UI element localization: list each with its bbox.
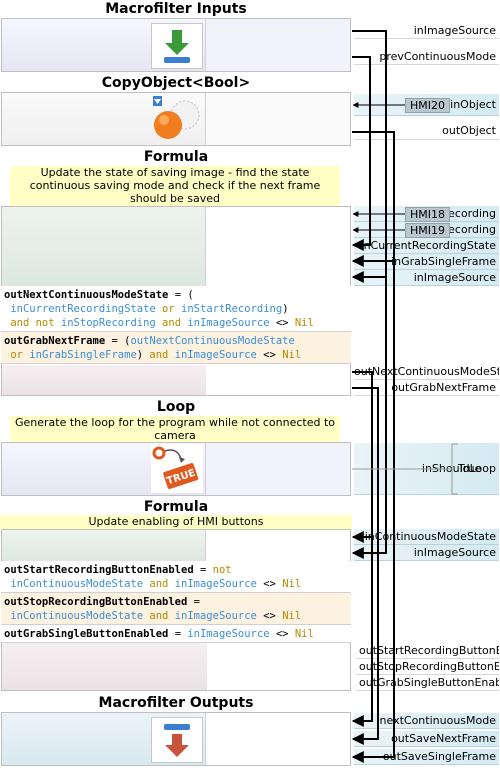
expr-identifier: inImageSource	[174, 349, 257, 361]
expr-op: =	[193, 564, 213, 576]
formula2-icon-panel	[2, 530, 206, 562]
expr-keyword: Nil	[282, 578, 302, 590]
macrofilter-outputs-block[interactable]	[1, 712, 351, 766]
expr-keyword: not	[212, 564, 232, 576]
port-outSaveSingleFrame[interactable]: outSaveSingleFrame	[354, 749, 499, 765]
expr-keyword: and	[143, 349, 175, 361]
wire-nextmode	[351, 371, 373, 727]
port-inImageSource-2[interactable]: inImageSource	[354, 545, 499, 561]
expr-identifier: inImageSource	[174, 578, 257, 590]
expr-keyword: and	[143, 610, 175, 622]
expr-lhs: outStopRecordingButtonEnabled	[4, 596, 188, 608]
port-nextContinuousMode[interactable]: nextContinuousMode	[354, 713, 499, 729]
expr-identifier: inGrabSingleFrame	[29, 349, 137, 361]
expr-op: )	[282, 303, 289, 315]
formula2-title: Formula	[143, 499, 209, 515]
expr-identifier: inStartRecording	[181, 303, 283, 315]
expr-op: <>	[256, 610, 283, 622]
port-prevContinuousMode[interactable]: prevContinuousMode	[354, 49, 499, 65]
loop-true-icon: TRUE	[151, 445, 203, 493]
hmi-badge-18[interactable]: HMI18	[405, 207, 451, 222]
expr-lhs: outNextContinuousModeState	[4, 289, 169, 301]
formula1-title: Formula	[143, 149, 209, 165]
expr-keyword: Nil	[294, 317, 314, 329]
loop-value-bracket	[451, 443, 458, 495]
expr-op: )	[136, 349, 144, 361]
expr-keyword: Nil	[282, 610, 302, 622]
expr-op: = (	[105, 335, 131, 347]
wire-prevmode	[351, 56, 371, 251]
wire-grabnext	[351, 387, 379, 745]
expr-keyword: Nil	[282, 349, 302, 361]
formula1-output-panel	[2, 365, 206, 395]
expr-identifier: inImageSource	[187, 628, 270, 640]
formula1-expression-2[interactable]: outGrabNextFrame = (outNextContinuousMod…	[1, 332, 351, 364]
down-arrow-red-icon	[151, 717, 203, 763]
expr-op: <>	[256, 578, 283, 590]
copy-object-icon	[151, 95, 203, 143]
port-outNextContinuousModeState[interactable]: outNextContinuousModeState	[354, 364, 499, 380]
expr-identifier: inImageSource	[187, 317, 270, 329]
port-inImageSource[interactable]: inImageSource	[354, 23, 499, 39]
formula2-expression-3[interactable]: outGrabSingleButtonEnabled = inImageSour…	[1, 625, 351, 643]
down-arrow-green-icon	[151, 23, 203, 69]
loop-note: Generate the loop for the program while …	[10, 416, 340, 442]
expr-keyword: Nil	[294, 628, 314, 640]
macrofilter-inputs-block[interactable]	[1, 18, 351, 72]
port-outGrabNextFrame[interactable]: outGrabNextFrame	[354, 380, 499, 396]
expr-op: <>	[256, 349, 283, 361]
hmi-badge-19[interactable]: HMI19	[405, 223, 451, 238]
formula1-expression-1[interactable]: outNextContinuousModeState = ( inCurrent…	[1, 286, 351, 332]
formula2-expression-1[interactable]: outStartRecordingButtonEnabled = not inC…	[1, 561, 351, 593]
expr-identifier: inCurrentRecordingState	[10, 303, 156, 315]
copyobject-block[interactable]	[1, 92, 351, 146]
formula1-note: Update the state of saving image - find …	[10, 166, 340, 206]
loop-title: Loop	[156, 399, 196, 415]
expr-op: =	[187, 596, 200, 608]
expr-lhs: outGrabNextFrame	[4, 335, 106, 347]
port-inContinuousModeState[interactable]: inContinuousModeState	[354, 529, 499, 545]
expr-lhs: outStartRecordingButtonEnabled	[4, 564, 194, 576]
expr-identifier: inImageSource	[174, 610, 257, 622]
expr-keyword: or	[10, 349, 30, 361]
loop-block[interactable]: TRUE	[1, 442, 351, 496]
formula1-icon-panel	[2, 207, 206, 287]
loop-value-true[interactable]: True	[458, 462, 482, 475]
port-inGrabSingleFrame[interactable]: inGrabSingleFrame	[354, 254, 499, 270]
port-outSaveNextFrame[interactable]: outSaveNextFrame	[354, 731, 499, 747]
expr-op: = (	[168, 289, 194, 301]
macrofilter-outputs-title: Macrofilter Outputs	[98, 695, 254, 711]
formula2-expression-2[interactable]: outStopRecordingButtonEnabled = inContin…	[1, 593, 351, 625]
formula2-note: Update enabling of HMI buttons	[0, 515, 352, 529]
expr-identifier: outNextContinuousModeState	[130, 335, 295, 347]
expr-keyword: or	[155, 303, 182, 315]
expr-identifier: inStopRecording	[60, 317, 156, 329]
expr-keyword: and not	[10, 317, 61, 329]
macrofilter-inputs-title: Macrofilter Inputs	[105, 1, 247, 17]
expr-lhs: outGrabSingleButtonEnabled	[4, 628, 169, 640]
expr-op: <>	[269, 317, 295, 329]
expr-op: <>	[269, 628, 295, 640]
copyobject-title: CopyObject<Bool>	[101, 75, 251, 91]
wire-outobject	[351, 131, 395, 763]
expr-keyword: and	[143, 578, 175, 590]
expr-keyword: and	[155, 317, 188, 329]
expr-identifier: inContinuousModeState	[10, 610, 144, 622]
port-outObject[interactable]: outObject	[354, 122, 499, 140]
expr-identifier: inContinuousModeState	[10, 578, 144, 590]
wire-imagesource	[351, 30, 387, 559]
expr-op: =	[168, 628, 188, 640]
formula2-output-panel	[2, 643, 207, 690]
port-inImageSource[interactable]: inImageSource	[354, 270, 499, 286]
hmi-badge-20[interactable]: HMI20	[405, 98, 451, 113]
